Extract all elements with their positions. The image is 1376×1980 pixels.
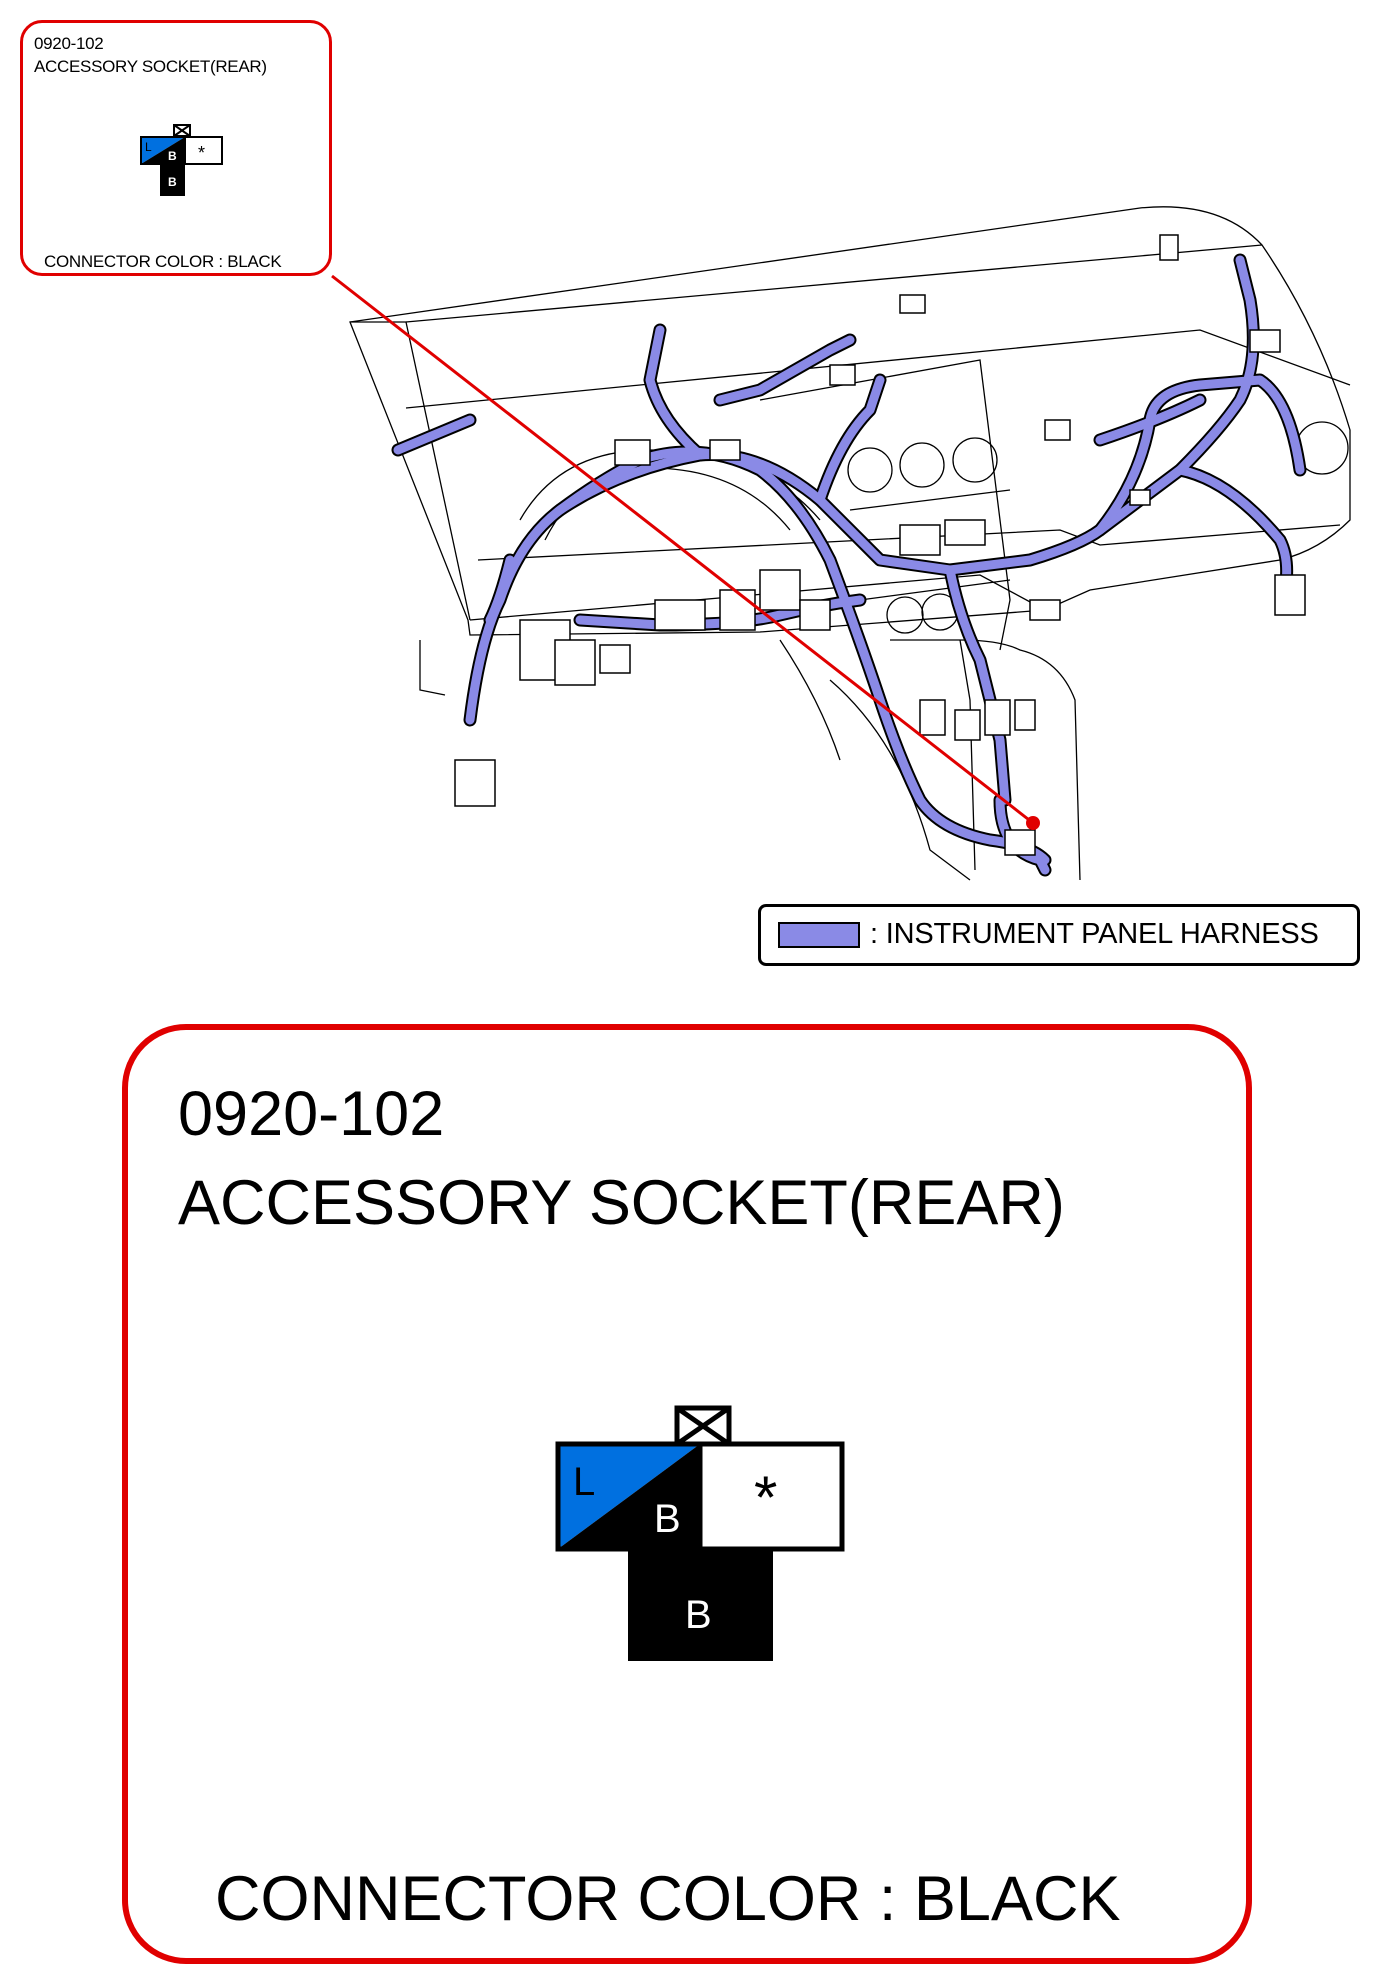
small-connector-name: ACCESSORY SOCKET(REAR) <box>34 57 267 76</box>
dashboard-outline <box>349 206 1351 636</box>
connector-face: L B * B <box>555 1405 845 1661</box>
small-pin-b1: B <box>168 149 177 163</box>
small-connector-color: CONNECTOR COLOR : BLACK <box>44 252 282 271</box>
pin-l-label: L <box>573 1460 595 1504</box>
pin-b1-label: B <box>654 1497 681 1541</box>
connector-name: ACCESSORY SOCKET(REAR) <box>178 1168 1065 1238</box>
pin-star-label: * <box>754 1464 777 1531</box>
pin-b1-fill <box>558 1444 700 1549</box>
large-callout-box <box>122 1024 1252 1964</box>
connector-code: 0920-102 <box>178 1079 445 1149</box>
pin-b2-fill <box>628 1549 773 1661</box>
small-connector-code: 0920-102 <box>34 34 104 53</box>
legend-box <box>758 904 1360 966</box>
pin-star-cell <box>697 1441 845 1552</box>
legend-harness-swatch <box>778 922 860 948</box>
connector-color: CONNECTOR COLOR : BLACK <box>215 1864 1121 1934</box>
pin-b2-label: B <box>685 1593 712 1637</box>
legend-label: : INSTRUMENT PANEL HARNESS <box>870 918 1319 950</box>
small-connector-face: L B * B <box>140 124 223 196</box>
small-pin-star: * <box>198 143 205 163</box>
small-callout-box <box>20 20 332 276</box>
connector-location-marker <box>1026 816 1040 830</box>
small-pin-l: L <box>145 140 152 154</box>
small-pin-b2: B <box>168 175 177 189</box>
callout-leader-line <box>331 274 1034 825</box>
